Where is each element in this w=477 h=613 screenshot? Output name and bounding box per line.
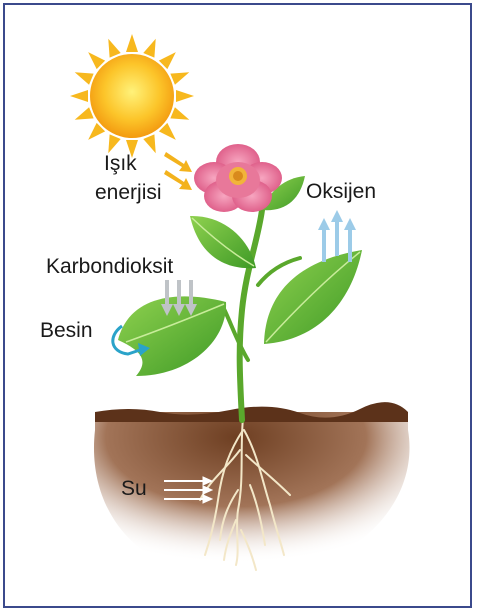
carbon-dioxide-label: Karbondioksit (46, 255, 173, 279)
flower-icon (194, 144, 282, 212)
oxygen-arrows-icon (318, 210, 356, 262)
oxygen-label: Oksijen (306, 180, 376, 204)
light-energy-label-line1: Işık (104, 152, 137, 176)
sun-icon (70, 34, 194, 158)
light-arrows-icon (164, 152, 192, 190)
water-label: Su (121, 477, 147, 501)
carbon-dioxide-arrows-icon (161, 280, 197, 316)
food-label: Besin (40, 319, 93, 343)
light-energy-label-line2: enerjisi (95, 181, 162, 205)
water-arrows-icon (164, 477, 212, 503)
